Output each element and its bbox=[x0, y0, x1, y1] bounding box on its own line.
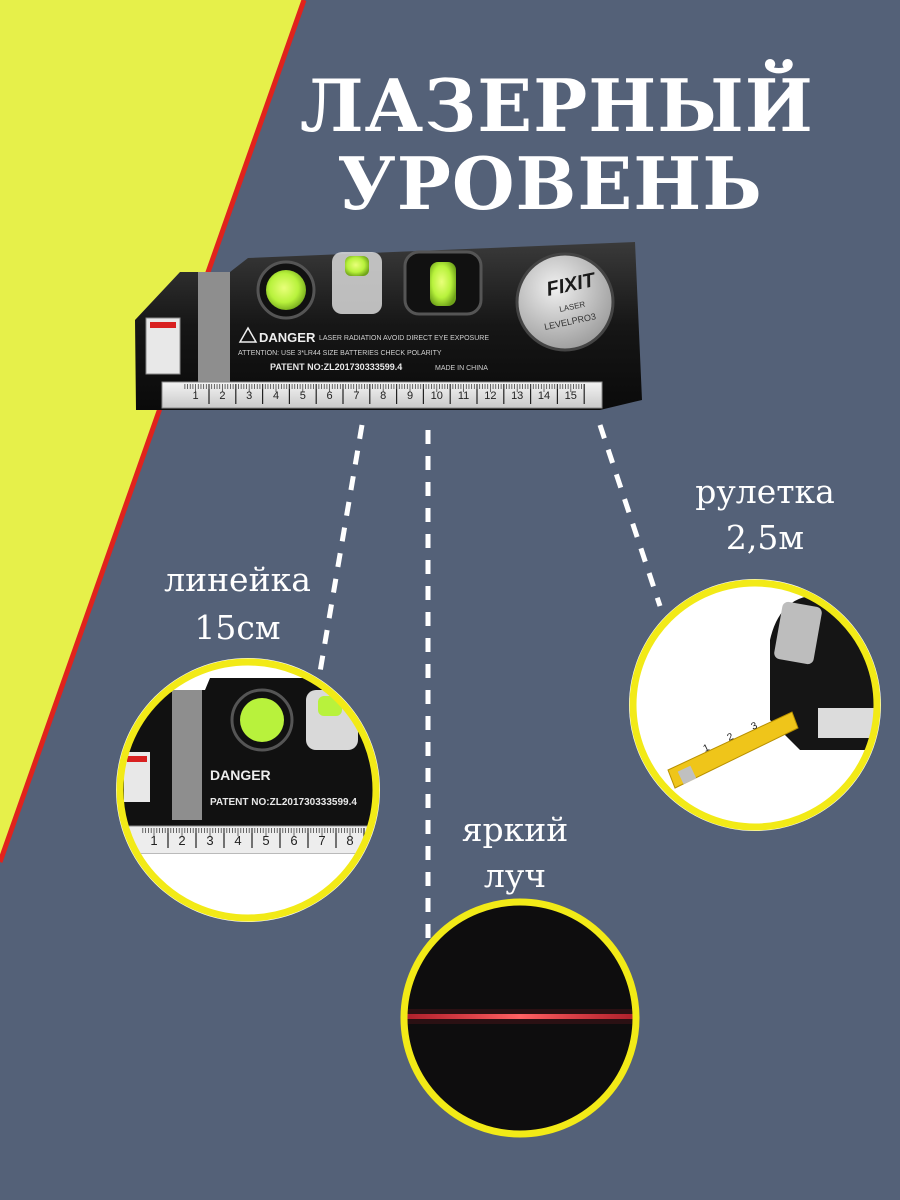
tape-tick-label: 2 bbox=[726, 731, 736, 744]
horizontal-vial-bubble bbox=[345, 256, 369, 276]
horizontal-vial bbox=[332, 252, 382, 314]
ruler-tick-label: 2 bbox=[178, 833, 185, 848]
ruler-tick-label: 6 bbox=[327, 390, 333, 402]
tape-circle-ring bbox=[629, 579, 881, 831]
tape-tick-label: 3 bbox=[750, 720, 760, 733]
laser-label-red-strip bbox=[150, 322, 176, 328]
zoom-round-vial-bubble bbox=[240, 698, 284, 742]
ruler-tick-label: 6 bbox=[290, 833, 297, 848]
ruler-tick-label: 7 bbox=[318, 833, 325, 848]
zoom-patent-text: PATENT NO:ZL201730333599.4 bbox=[210, 797, 357, 808]
tape-blade bbox=[667, 711, 799, 789]
ruler-tick-label: 3 bbox=[206, 833, 213, 848]
dotted-line-ruler bbox=[317, 424, 365, 673]
ruler-tick-label: 5 bbox=[300, 390, 306, 402]
beam-circle-ring bbox=[400, 898, 640, 1138]
brand-badge bbox=[515, 252, 615, 352]
ruler-tick-label: 4 bbox=[234, 833, 241, 848]
patent-text: PATENT NO:ZL201730333599.4 bbox=[270, 362, 402, 372]
tape-hook bbox=[677, 765, 697, 785]
metal-clip bbox=[198, 272, 230, 382]
ruler-tick-label: 15 bbox=[565, 390, 577, 402]
ruler-tick-label: 9 bbox=[407, 390, 413, 402]
zoom-ruler-ticks: 1 2 3 4 5 6 7 8 bbox=[142, 828, 365, 848]
beam-label-line-2: луч bbox=[483, 856, 547, 895]
dotted-line-tape bbox=[597, 424, 663, 607]
ruler-tick-label: 11 bbox=[458, 390, 469, 402]
zoom-warning-heading: DANGER bbox=[210, 767, 271, 783]
attention-text: ATTENTION: USE 3*LR44 SIZE BATTERIES CHE… bbox=[238, 350, 442, 357]
zoom-metal-clip bbox=[172, 690, 202, 820]
zoom-laser-label-strip bbox=[127, 756, 147, 762]
ruler-circle-ring bbox=[116, 658, 380, 922]
tape-metal-clip bbox=[774, 601, 822, 665]
ruler-tick-label: 8 bbox=[346, 833, 353, 848]
title-line-1: ЛАЗЕРНЫЙ bbox=[300, 63, 814, 148]
laser-beam-glow bbox=[404, 1009, 636, 1024]
tape-label-line-2: 2,5м bbox=[725, 518, 805, 557]
ruler-tick-label: 4 bbox=[273, 390, 279, 402]
warning-text: LASER RADIATION AVOID DIRECT EYE EXPOSUR… bbox=[319, 335, 489, 342]
origin-text: MADE IN CHINA bbox=[435, 365, 488, 372]
ruler-tick-label: 1 bbox=[150, 833, 157, 848]
tape-tick-label: 1 bbox=[702, 742, 712, 755]
ruler-label-line-2: 15см bbox=[194, 608, 281, 647]
vertical-vial-bubble bbox=[430, 262, 456, 306]
ruler-tick-label: 3 bbox=[246, 390, 252, 402]
tape-label-line-1: рулетка bbox=[695, 472, 835, 511]
ruler-tick-label: 12 bbox=[484, 390, 496, 402]
ruler-tick-label: 5 bbox=[262, 833, 269, 848]
ruler-label-line-1: линейка bbox=[164, 560, 311, 599]
ruler-tick-label: 14 bbox=[538, 390, 550, 402]
title-line-2: УРОВЕНЬ bbox=[337, 141, 763, 226]
ruler-tick-label: 7 bbox=[353, 390, 359, 402]
laser-beam-line bbox=[404, 1014, 636, 1019]
tape-ruler-edge bbox=[818, 708, 877, 738]
beam-label-line-1: яркий bbox=[461, 810, 569, 849]
ruler-tick-label: 8 bbox=[380, 390, 386, 402]
tape-ticks: 1 2 3 bbox=[702, 720, 760, 755]
warning-icon bbox=[238, 326, 258, 343]
round-vial-bubble bbox=[266, 270, 306, 310]
red-diagonal-stripe bbox=[0, 0, 307, 863]
warning-heading: DANGER bbox=[259, 330, 316, 345]
ruler-tick-label: 13 bbox=[511, 390, 523, 402]
ruler-tick-label: 10 bbox=[431, 390, 443, 402]
ruler-tick-label: 2 bbox=[219, 390, 225, 402]
ruler-tick-label: 1 bbox=[193, 390, 199, 402]
